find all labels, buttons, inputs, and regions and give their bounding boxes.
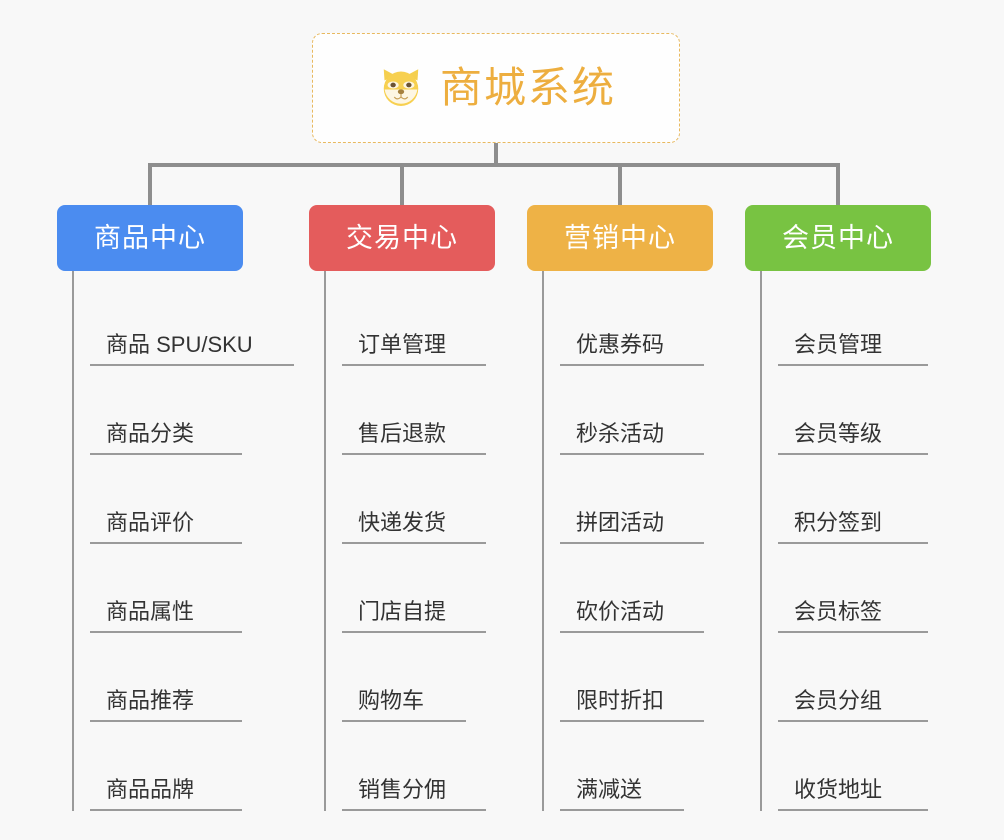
- leaf-item[interactable]: 会员标签: [778, 544, 928, 633]
- leaf-label: 积分签到: [794, 509, 883, 535]
- leaf-item[interactable]: 积分签到: [778, 455, 928, 544]
- leaf-label: 商品属性: [106, 598, 195, 624]
- leaf-label: 会员分组: [794, 687, 883, 713]
- leaf-label: 快递发货: [358, 509, 447, 535]
- leaf-item[interactable]: 优惠券码: [560, 277, 704, 366]
- leaf-label: 会员等级: [794, 420, 883, 446]
- leaf-label: 商品评价: [106, 509, 195, 535]
- column-product-center: 商品中心 商品 SPU/SKU 商品分类 商品评价 商品属性 商品推荐 商品品牌: [57, 205, 294, 811]
- leaf-item[interactable]: 商品推荐: [90, 633, 242, 722]
- leaf-item[interactable]: 限时折扣: [560, 633, 704, 722]
- leaf-item[interactable]: 快递发货: [342, 455, 486, 544]
- leaf-item[interactable]: 会员管理: [778, 277, 928, 366]
- leaf-label: 商品推荐: [106, 687, 195, 713]
- category-header-marketing-center[interactable]: 营销中心: [527, 205, 713, 271]
- leaf-list-trade-center: 订单管理 售后退款 快递发货 门店自提 购物车 销售分佣: [324, 271, 523, 811]
- leaf-label: 商品 SPU/SKU: [106, 331, 253, 357]
- leaf-label: 会员标签: [794, 598, 883, 624]
- connector-drop-product-center: [148, 163, 152, 205]
- category-header-trade-center[interactable]: 交易中心: [309, 205, 495, 271]
- leaf-item[interactable]: 订单管理: [342, 277, 486, 366]
- leaf-item[interactable]: 商品 SPU/SKU: [90, 277, 294, 366]
- leaf-label: 销售分佣: [358, 776, 447, 802]
- column-trade-center: 交易中心 订单管理 售后退款 快递发货 门店自提 购物车 销售分佣: [309, 205, 523, 811]
- leaf-label: 满减送: [576, 776, 643, 802]
- leaf-item[interactable]: 商品分类: [90, 366, 242, 455]
- leaf-item[interactable]: 会员分组: [778, 633, 928, 722]
- leaf-label: 优惠券码: [576, 331, 665, 357]
- leaf-label: 商品分类: [106, 420, 195, 446]
- leaf-item[interactable]: 销售分佣: [342, 722, 486, 811]
- leaf-item[interactable]: 收货地址: [778, 722, 928, 811]
- dog-face-icon: [383, 69, 419, 108]
- leaf-label: 秒杀活动: [576, 420, 665, 446]
- leaf-item[interactable]: 商品品牌: [90, 722, 242, 811]
- leaf-item[interactable]: 拼团活动: [560, 455, 704, 544]
- leaf-item[interactable]: 售后退款: [342, 366, 486, 455]
- leaf-list-marketing-center: 优惠券码 秒杀活动 拼团活动 砍价活动 限时折扣 满减送: [542, 271, 739, 811]
- leaf-label: 会员管理: [794, 331, 883, 357]
- leaf-label: 商品品牌: [106, 776, 195, 802]
- leaf-label: 门店自提: [358, 598, 447, 624]
- connector-drop-marketing-center: [618, 163, 622, 205]
- leaf-label: 收货地址: [794, 776, 883, 802]
- leaf-item[interactable]: 会员等级: [778, 366, 928, 455]
- leaf-label: 购物车: [358, 687, 425, 713]
- leaf-item[interactable]: 门店自提: [342, 544, 486, 633]
- leaf-item[interactable]: 满减送: [560, 722, 684, 811]
- leaf-label: 限时折扣: [576, 687, 665, 713]
- column-marketing-center: 营销中心 优惠券码 秒杀活动 拼团活动 砍价活动 限时折扣 满减送: [527, 205, 739, 811]
- category-header-product-center[interactable]: 商品中心: [57, 205, 243, 271]
- connector-root-stem: [494, 143, 498, 165]
- root-node[interactable]: 商城系统: [312, 33, 680, 143]
- category-header-member-center[interactable]: 会员中心: [745, 205, 931, 271]
- connector-horizontal-bar: [148, 163, 840, 167]
- column-member-center: 会员中心 会员管理 会员等级 积分签到 会员标签 会员分组 收货地址: [745, 205, 957, 811]
- connector-drop-member-center: [836, 163, 840, 205]
- leaf-item[interactable]: 秒杀活动: [560, 366, 704, 455]
- leaf-label: 拼团活动: [576, 509, 665, 535]
- leaf-label: 售后退款: [358, 420, 447, 446]
- connector-drop-trade-center: [400, 163, 404, 205]
- leaf-item[interactable]: 砍价活动: [560, 544, 704, 633]
- leaf-item[interactable]: 购物车: [342, 633, 466, 722]
- leaf-label: 订单管理: [358, 331, 447, 357]
- leaf-list-product-center: 商品 SPU/SKU 商品分类 商品评价 商品属性 商品推荐 商品品牌: [72, 271, 294, 811]
- leaf-label: 砍价活动: [576, 598, 665, 624]
- root-title: 商城系统: [439, 64, 616, 111]
- leaf-item[interactable]: 商品属性: [90, 544, 242, 633]
- leaf-list-member-center: 会员管理 会员等级 积分签到 会员标签 会员分组 收货地址: [760, 271, 957, 811]
- leaf-item[interactable]: 商品评价: [90, 455, 242, 544]
